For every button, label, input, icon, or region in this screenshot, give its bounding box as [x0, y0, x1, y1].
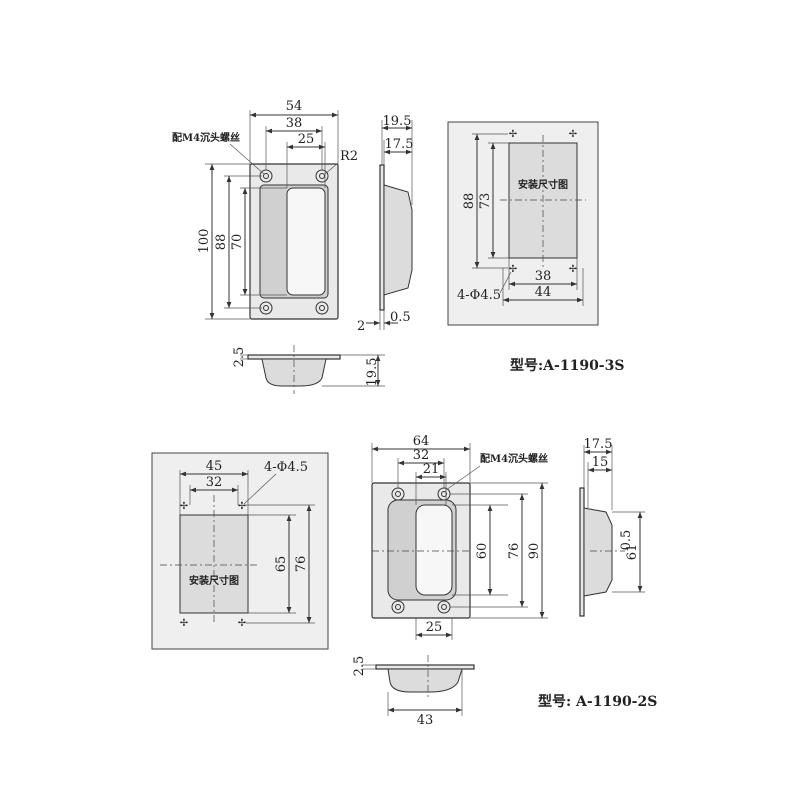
dim-depth-inner: 15 — [592, 455, 609, 470]
dim-hole-spacing: 38 — [286, 116, 303, 131]
dim-flange-thickness: 2 — [357, 319, 365, 334]
bottom-body — [387, 668, 463, 693]
bottom-side-view: 17.5 15 0.5 61 — [579, 437, 645, 617]
dim-hole-spacing: 32 — [413, 448, 430, 463]
dim-hole-spacing-v: 88 — [214, 234, 229, 251]
bottom-bottom-view: 2.5 43 — [352, 655, 475, 728]
dim-grip-width: 21 — [423, 462, 440, 477]
dim-grip-width: 25 — [298, 132, 315, 147]
install-label: 安装尺寸图 — [518, 178, 568, 191]
dim-width: 43 — [417, 713, 434, 728]
bottom-body — [261, 358, 327, 387]
dim-height: 61 — [625, 544, 640, 561]
dim-grip-height: 70 — [230, 234, 245, 251]
dim-height-overall: 100 — [197, 229, 212, 254]
svg-text:✢: ✢ — [180, 618, 188, 629]
grip-pocket — [415, 504, 453, 596]
top-front-view: 54 38 25 配M4沉头螺丝 R2 100 88 70 — [172, 99, 358, 320]
dim-hole-spacing-v: 76 — [507, 543, 522, 560]
dim-install-hole-h: 45 — [206, 459, 223, 474]
dim-flange: 2.5 — [352, 656, 367, 677]
dim-bottom-width: 25 — [426, 620, 443, 635]
dim-cutout-height: 73 — [478, 193, 493, 210]
screw-note: 配M4沉头螺丝 — [480, 452, 548, 465]
mounting-holes — [259, 169, 329, 315]
svg-text:✢: ✢ — [509, 129, 517, 140]
model-a-1190-2s: 型号: A-1190-2S — [538, 693, 657, 710]
side-flange — [579, 487, 585, 617]
dim-cutout-width: 38 — [535, 269, 552, 284]
screw-note: 配M4沉头螺丝 — [172, 131, 240, 144]
side-flange — [379, 164, 385, 311]
bottom-front-view: 64 32 21 配M4沉头螺丝 90 76 60 25 — [371, 434, 548, 640]
top-bottom-view: 2.5 19.5 — [232, 345, 385, 394]
top-side-view: 19.5 17.5 2 0.5 — [357, 114, 413, 334]
dim-depth-overall: 19.5 — [383, 114, 412, 129]
bottom-flange — [375, 664, 475, 670]
dim-width-overall: 54 — [286, 99, 303, 114]
svg-text:✢: ✢ — [238, 618, 246, 629]
side-body — [583, 507, 613, 597]
grip-pocket — [286, 187, 326, 296]
dim-depth-inner: 17.5 — [385, 137, 414, 152]
dim-install-hole-h: 44 — [535, 285, 552, 300]
dim-holes: 4-Φ4.5 — [264, 460, 308, 475]
dim-install-hole-v: 76 — [294, 556, 309, 573]
dim-flange: 2.5 — [232, 347, 247, 368]
svg-text:✢: ✢ — [509, 264, 517, 275]
dim-depth: 19.5 — [365, 358, 380, 387]
dim-install-hole-v: 88 — [462, 193, 477, 210]
install-holes: ✢ ✢ ✢ ✢ — [180, 501, 246, 629]
dim-sheet-thickness: 0.5 — [619, 530, 634, 551]
dim-cutout-height: 65 — [274, 556, 289, 573]
model-a-1190-3s: 型号:A-1190-3S — [510, 357, 624, 374]
dim-cutout-width: 32 — [206, 475, 223, 490]
svg-text:✢: ✢ — [569, 129, 577, 140]
top-install-view: ✢ ✢ ✢ ✢ 安装尺寸图 88 73 38 44 4-Φ4.5 — [447, 121, 599, 326]
install-label: 安装尺寸图 — [189, 574, 239, 587]
dim-width-overall: 64 — [413, 434, 430, 449]
dim-radius: R2 — [340, 149, 358, 164]
dim-sheet-thickness: 0.5 — [390, 310, 411, 325]
dim-depth-overall: 17.5 — [584, 437, 613, 452]
svg-text:✢: ✢ — [569, 264, 577, 275]
dim-height-overall: 90 — [527, 543, 542, 560]
svg-text:✢: ✢ — [238, 501, 246, 512]
dim-grip-height: 60 — [475, 543, 490, 560]
dim-holes: 4-Φ4.5 — [457, 288, 501, 303]
side-body — [383, 184, 413, 296]
install-holes: ✢ ✢ ✢ ✢ — [509, 129, 577, 275]
bottom-install-view: ✢ ✢ ✢ ✢ 安装尺寸图 45 32 4-Φ4.5 65 76 — [151, 452, 329, 650]
svg-text:✢: ✢ — [180, 501, 188, 512]
